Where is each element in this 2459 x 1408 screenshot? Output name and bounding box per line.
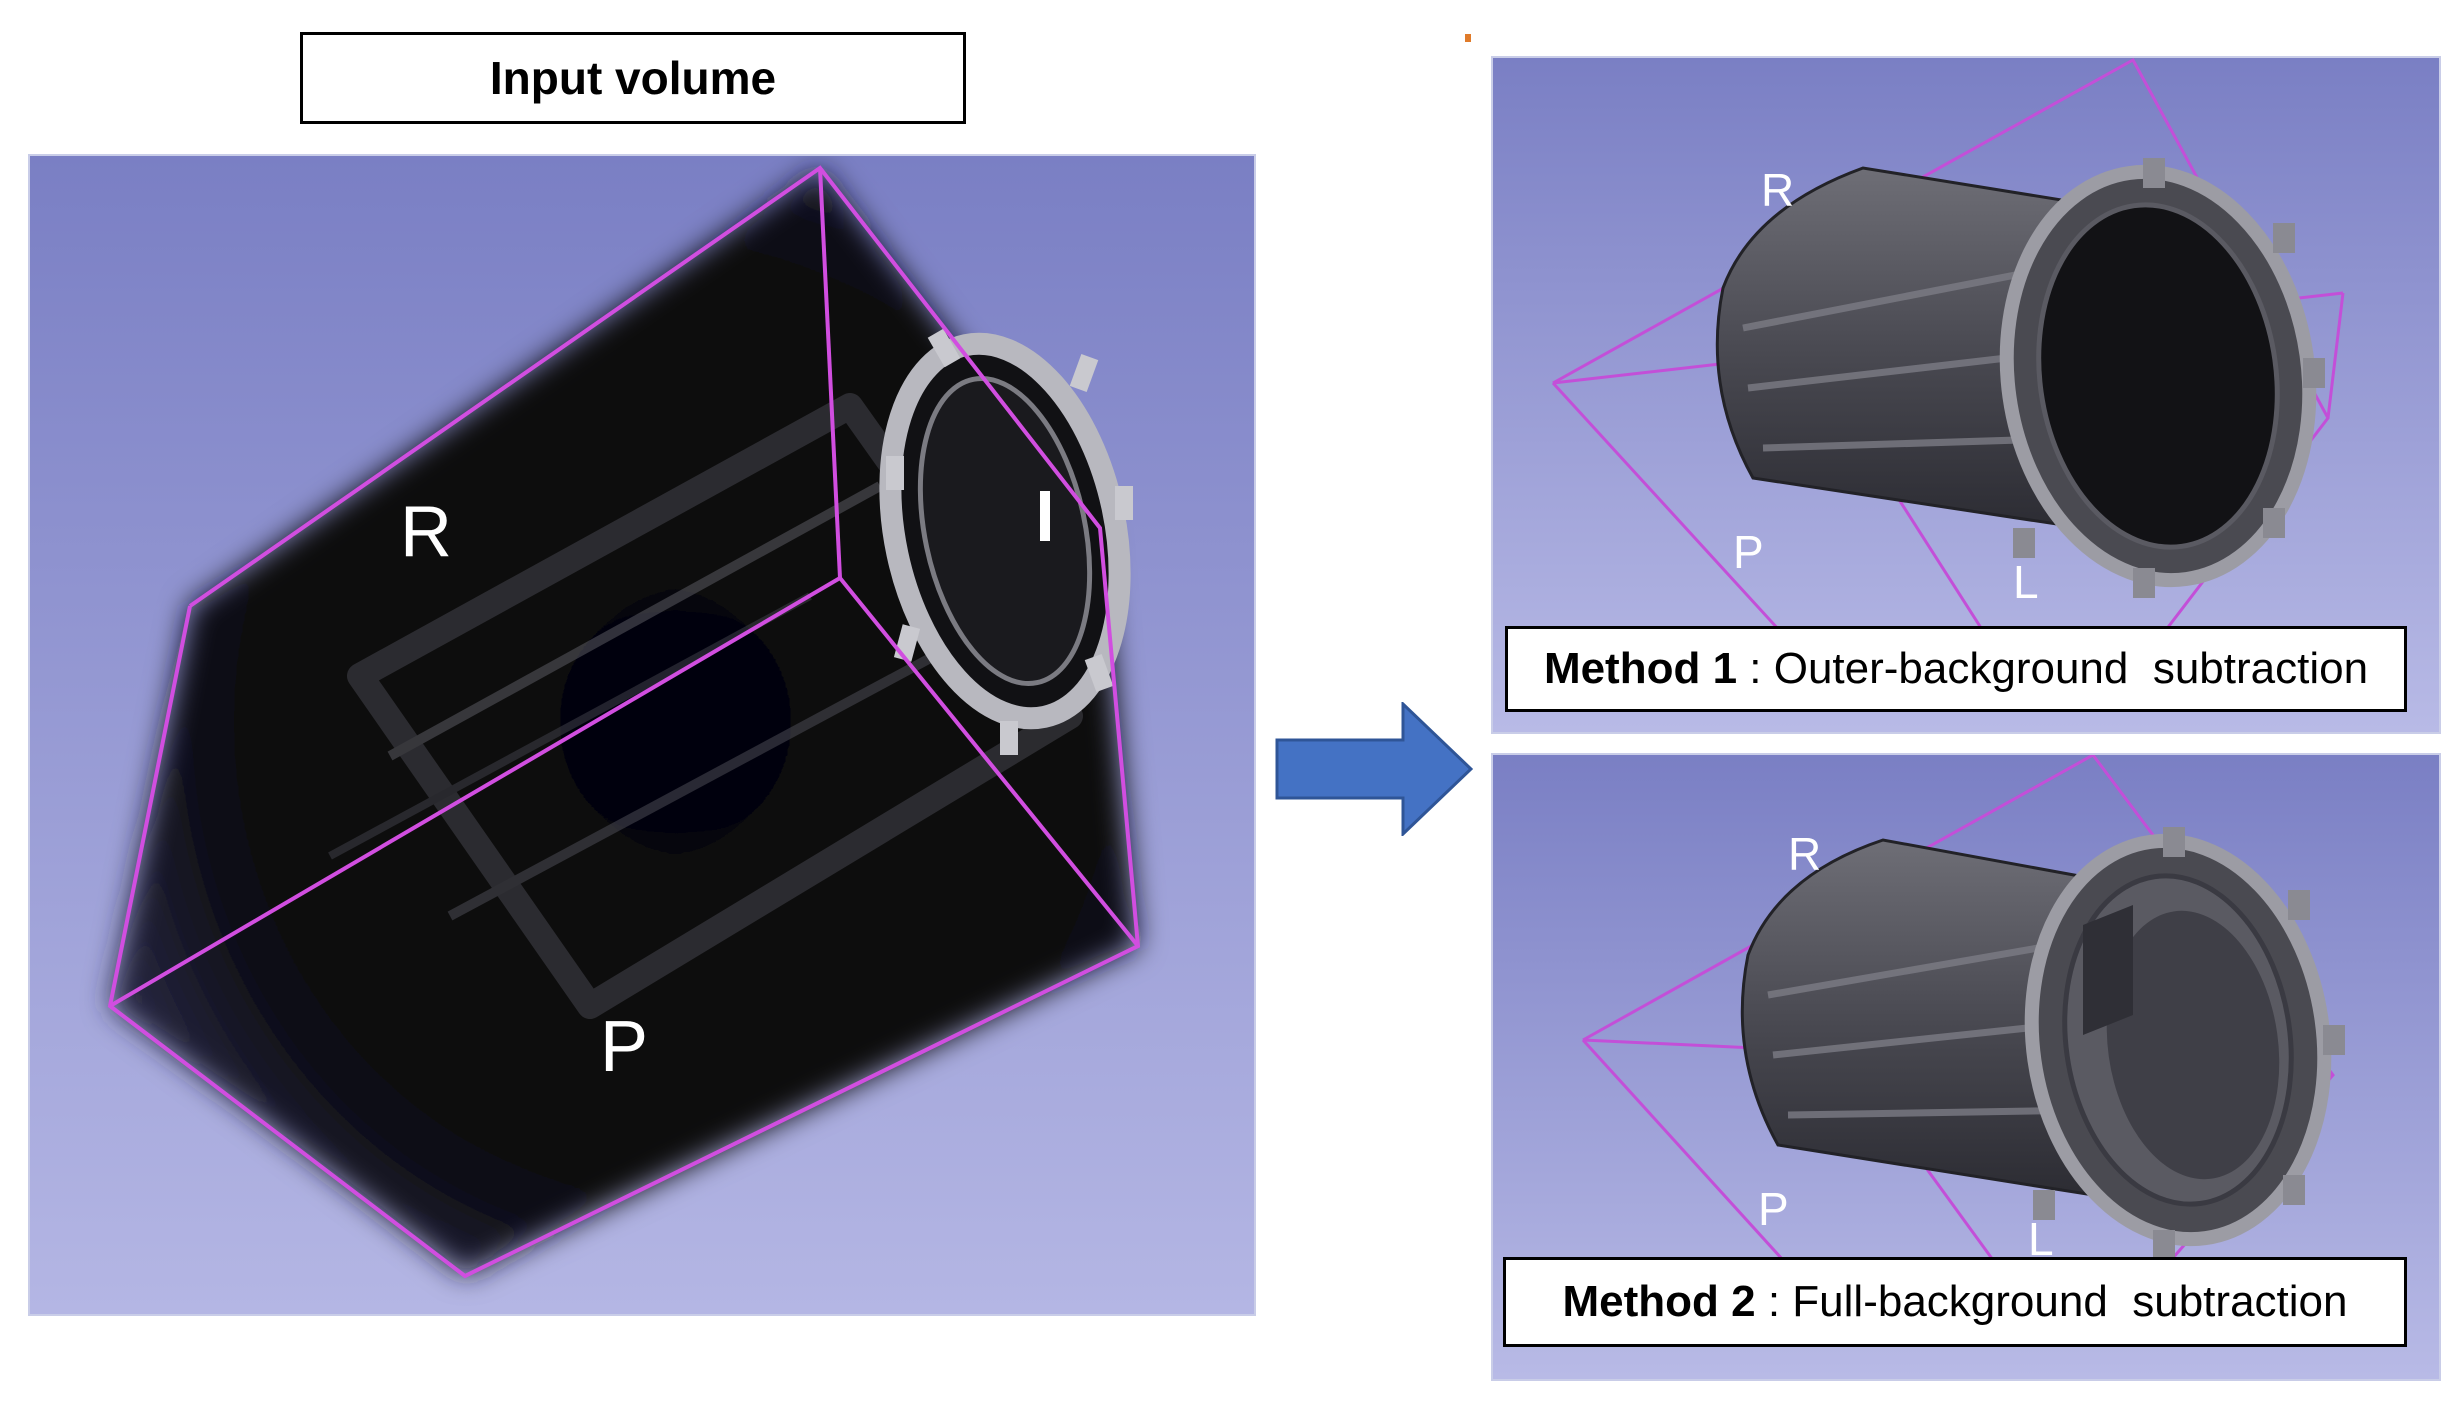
label-r-1: R <box>1761 164 1794 216</box>
cylinder-2 <box>1740 827 2345 1260</box>
cylinder-1 <box>1715 158 2325 598</box>
method2-name: Method 2 <box>1562 1277 1756 1326</box>
bounding-box <box>107 165 1141 1279</box>
process-arrow <box>1275 700 1474 838</box>
method1-render: R P L <box>1493 58 2439 732</box>
label-l-partial <box>1040 491 1050 541</box>
label-r-2: R <box>1788 828 1821 880</box>
method2-separator: : <box>1755 1277 1793 1326</box>
label-l-1: L <box>2013 556 2039 608</box>
right-arrow-icon <box>1275 700 1474 838</box>
method1-description: Outer-background subtraction <box>1773 644 2369 693</box>
input-volume-title: Input volume <box>300 32 966 124</box>
input-volume-render: R P <box>30 156 1254 1314</box>
method1-separator: : <box>1737 644 1774 693</box>
input-volume-title-text: Input volume <box>489 52 777 104</box>
method1-caption: Method 1 : Outer-background subtraction <box>1505 626 2407 712</box>
marker-dot <box>1465 34 1471 42</box>
cylinder-end-face <box>879 328 1133 755</box>
label-p-2: P <box>1758 1183 1789 1235</box>
label-p-1: P <box>1733 526 1764 578</box>
method2-view: R P L Method 2 : Full-background subtrac… <box>1493 755 2439 1379</box>
method2-description: Full-background subtraction <box>1792 1277 2348 1326</box>
method1-view: R P L Method 1 : Outer-background subtra… <box>1493 58 2439 732</box>
method2-caption: Method 2 : Full-background subtraction <box>1503 1257 2407 1347</box>
label-p: P <box>600 1007 648 1087</box>
method1-name: Method 1 <box>1543 644 1738 693</box>
label-r: R <box>400 492 452 572</box>
label-l-2: L <box>2028 1213 2054 1265</box>
input-volume-view: R P <box>30 156 1254 1314</box>
